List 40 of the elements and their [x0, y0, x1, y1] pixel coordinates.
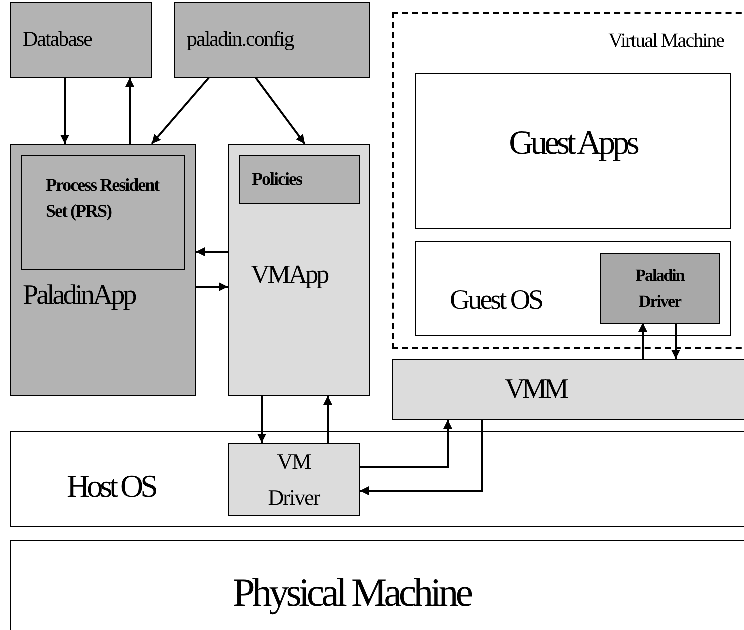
arrow	[324, 396, 332, 443]
arrow	[360, 420, 483, 496]
node-label: PaladinApp	[23, 279, 136, 313]
node-label: Process Resident Set (PRS)	[46, 174, 160, 223]
virtual-machine-container	[392, 12, 744, 349]
node-label: VM Driver	[267, 448, 322, 512]
layer-box	[10, 431, 744, 527]
application-box	[228, 144, 370, 396]
node-label: Guest OS	[450, 284, 542, 318]
arrow	[151, 77, 210, 145]
node-label: Virtual Machine	[608, 29, 724, 54]
arrow	[60, 78, 70, 144]
arrow	[255, 77, 306, 145]
node-label: Guest Apps	[509, 124, 637, 164]
arrow	[638, 323, 648, 359]
layer-box	[415, 73, 731, 229]
node-label: VMApp	[251, 259, 328, 291]
application-box	[10, 144, 196, 396]
arrow	[672, 323, 680, 359]
arrow	[196, 248, 228, 256]
arrow	[126, 78, 134, 144]
node-label: Host OS	[67, 467, 156, 506]
component-box	[239, 155, 360, 204]
layer-box	[415, 241, 731, 336]
config-file-box	[174, 2, 370, 78]
node-label: Physical Machine	[233, 569, 470, 617]
component-box	[21, 155, 185, 270]
node-label: Database	[23, 26, 92, 54]
driver-box	[228, 443, 360, 516]
layer-box	[10, 540, 744, 630]
arrow	[360, 420, 452, 468]
arrow	[196, 282, 228, 292]
node-label: Policies	[252, 168, 302, 191]
layer-box	[392, 359, 744, 420]
storage-box	[10, 2, 152, 78]
arrow	[258, 396, 266, 443]
driver-box	[600, 253, 720, 324]
node-label: Paladin Driver	[634, 264, 686, 312]
node-label: paladin.config	[187, 26, 294, 54]
node-label: VMM	[505, 372, 566, 406]
